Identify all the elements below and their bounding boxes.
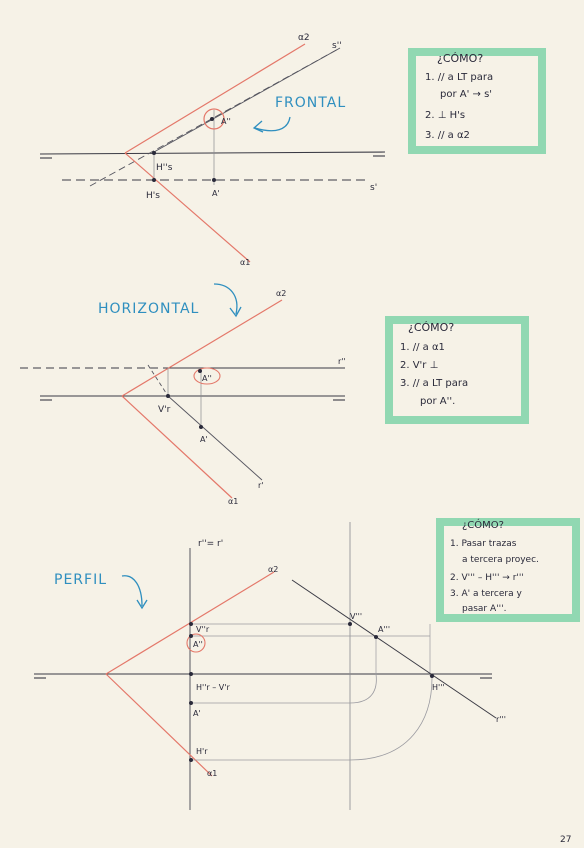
highlight-frame — [408, 48, 546, 154]
title-frontal: FRONTAL — [275, 95, 346, 111]
point-a2 — [198, 369, 202, 373]
label-a2: A'' — [193, 640, 203, 649]
label-alpha2: α2 — [276, 289, 286, 298]
note-step-1: 1. // a α1 — [400, 342, 445, 353]
point-h2-v1 — [189, 672, 193, 676]
note-box-frontal: ¿CÓMO? 1. // a LT para por A' → s' 2. ⊥ … — [408, 48, 546, 154]
label-v2: V''r — [196, 625, 210, 634]
note-step-3b: por A''. — [420, 396, 455, 407]
note-heading: ¿CÓMO? — [408, 321, 454, 334]
point-a1 — [189, 701, 193, 705]
label-a1: A' — [200, 435, 208, 444]
note-step-2: 2. V'r ⊥ — [400, 360, 438, 371]
arrowhead-horizontal-icon — [229, 306, 242, 318]
note-step-3: 3. // a LT para — [400, 378, 468, 389]
ground-line-lt — [39, 151, 386, 155]
label-s2: s'' — [332, 41, 342, 51]
label-h1: H's — [146, 191, 160, 201]
label-h2: H''s — [156, 163, 173, 173]
title-horizontal: HORIZONTAL — [98, 301, 199, 317]
arrowhead-perfil-icon — [136, 599, 148, 610]
note-step-1: 1. // a LT para — [425, 72, 493, 83]
trace-alpha1 — [124, 152, 251, 263]
point-h1 — [189, 758, 193, 762]
label-s1: s' — [370, 183, 377, 193]
arrow-frontal-icon — [254, 116, 291, 132]
label-v1: V'r — [158, 405, 171, 415]
label-r2: r'' — [338, 357, 346, 366]
note-heading: ¿CÓMO? — [437, 52, 483, 65]
page-number: 27 — [560, 835, 571, 845]
label-alpha1: α1 — [228, 497, 238, 506]
note-step-3b: pasar A'''. — [462, 604, 506, 614]
label-a1: A' — [193, 709, 201, 718]
note-step-2: 2. V''' – H''' → r''' — [450, 573, 524, 583]
note-box-horizontal: ¿CÓMO? 1. // a α1 2. V'r ⊥ 3. // a LT pa… — [385, 316, 529, 424]
note-step-1: 1. Pasar trazas — [450, 539, 517, 549]
point-v3 — [348, 622, 352, 626]
point-a1 — [199, 425, 203, 429]
point-a2-circle — [186, 633, 206, 653]
arrowhead-frontal-icon — [252, 120, 264, 133]
arrow-perfil-icon — [121, 575, 143, 607]
note-step-3: 3. A' a tercera y — [450, 589, 522, 599]
line-r1 — [167, 395, 263, 481]
label-v3: V''' — [350, 612, 362, 621]
trace-alpha1 — [105, 673, 213, 777]
transfer-arc-h — [349, 677, 433, 761]
label-h3: H''' — [432, 683, 445, 692]
title-perfil: PERFIL — [54, 572, 107, 588]
highlight-frame — [385, 316, 529, 424]
label-alpha1: α1 — [240, 258, 250, 267]
label-r3: r''' — [496, 715, 506, 724]
trace-alpha1 — [121, 395, 233, 499]
point-a2-circle — [193, 367, 221, 385]
label-a1: A' — [212, 189, 220, 198]
note-step-1b: por A' → s' — [440, 89, 492, 100]
frontal-section: α2 s'' s' A'' A' H''s H's α1 FRONTAL — [39, 33, 386, 267]
label-a3: A''' — [378, 625, 390, 634]
point-v1 — [166, 394, 170, 398]
label-a2: A'' — [202, 374, 212, 383]
point-a2 — [189, 634, 193, 638]
transfer-arc-a — [349, 673, 377, 704]
note-step-2: 2. ⊥ H's — [425, 110, 465, 121]
line-s-double-prime-solid — [153, 47, 341, 153]
label-a2: A'' — [221, 117, 231, 126]
label-h1: H'r — [196, 747, 208, 756]
perfil-section: r''= r' α2 V''r A'' H''r – V'r A' H'r α1… — [34, 522, 506, 810]
arrow-horizontal-icon — [213, 283, 238, 315]
label-alpha2: α2 — [298, 33, 310, 43]
highlight-frame — [436, 518, 580, 622]
note-step-1b: a tercera proyec. — [462, 555, 539, 565]
point-a2 — [210, 117, 214, 121]
line-r1-dashed — [147, 364, 169, 397]
point-v2 — [189, 622, 193, 626]
note-box-perfil: ¿CÓMO? 1. Pasar trazas a tercera proyec.… — [436, 518, 580, 622]
label-alpha2: α2 — [268, 565, 278, 574]
note-step-3: 3. // a α2 — [425, 130, 470, 141]
point-h3 — [430, 674, 434, 678]
point-a3 — [374, 635, 378, 639]
trace-alpha2 — [124, 43, 306, 154]
point-a2-circle — [203, 108, 225, 130]
point-h2 — [152, 151, 156, 155]
note-heading: ¿CÓMO? — [462, 518, 504, 531]
label-alpha1: α1 — [207, 769, 217, 778]
line-r3 — [291, 579, 497, 719]
label-r1: r' — [258, 481, 264, 490]
point-a1 — [212, 178, 216, 182]
label-h2-v1: H''r – V'r — [196, 683, 230, 692]
horizontal-section: α2 r'' A'' V'r A' r' α1 HORIZONTAL — [20, 283, 346, 506]
trace-alpha2 — [121, 299, 283, 397]
point-h1 — [152, 178, 156, 182]
label-r2-r1: r''= r' — [198, 539, 223, 549]
